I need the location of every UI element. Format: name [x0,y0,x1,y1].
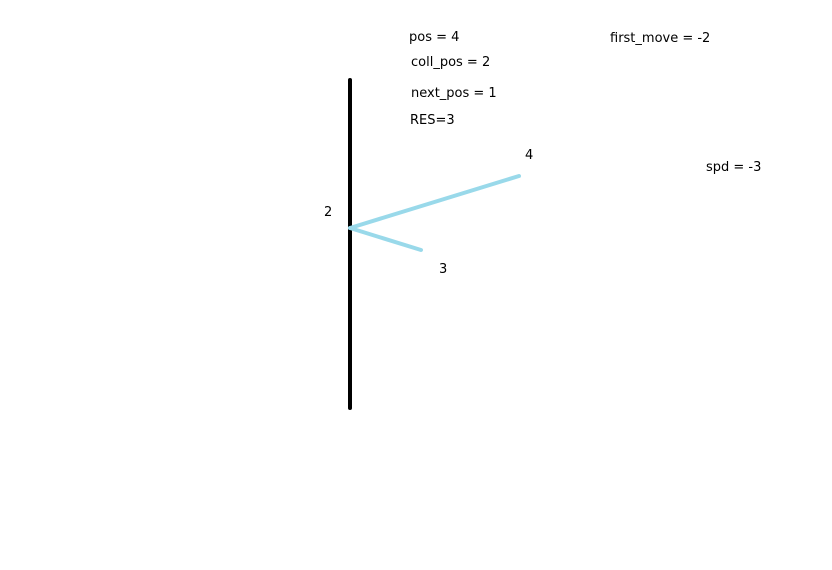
first-move-annotation: first_move = -2 [610,31,711,46]
bounce-trajectory-line [348,226,423,252]
pos-annotation: pos = 4 [409,30,460,45]
end-point-label: 3 [439,262,448,277]
start-point-label: 4 [525,148,534,163]
coll-pos-annotation: coll_pos = 2 [411,55,491,70]
spd-annotation: spd = -3 [706,160,762,175]
collision-point-label: 2 [324,205,333,220]
next-pos-annotation: next_pos = 1 [411,86,497,101]
res-annotation: RES=3 [410,113,455,128]
incoming-trajectory-line [348,174,521,230]
